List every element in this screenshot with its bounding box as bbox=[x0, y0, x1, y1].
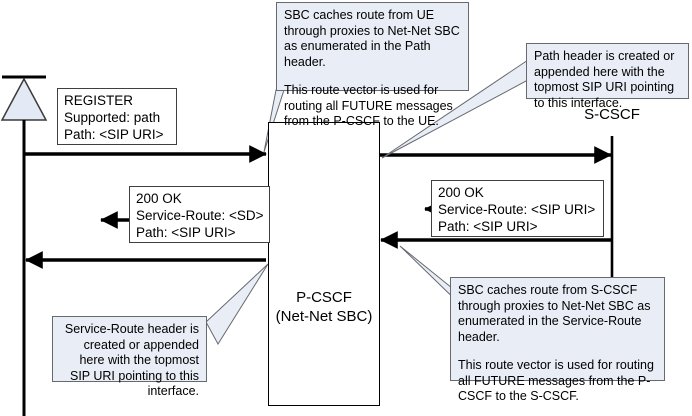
note-service-route-header-p1: Service-Route header is created or appen… bbox=[64, 322, 199, 398]
ok-left-line-3: Path: <SIP URI> bbox=[136, 225, 236, 240]
register-line-2: Supported: path bbox=[64, 110, 161, 125]
pcscf-node-box bbox=[268, 122, 380, 406]
note-service-route-cache-p1: SBC caches route from S-CSCF through pro… bbox=[458, 283, 651, 344]
message-200ok-right: 200 OK Service-Route: <SIP URI> Path: <S… bbox=[431, 180, 604, 237]
ok-left-line-2: Service-Route: <SD> bbox=[136, 208, 264, 223]
note-path-header: Path header is created or appended here … bbox=[526, 43, 689, 110]
ue-antenna-icon bbox=[0, 75, 48, 416]
ok-right-line-3: Path: <SIP URI> bbox=[438, 219, 538, 234]
note-path-header-p1: Path header is created or appended here … bbox=[534, 49, 675, 110]
note-service-route-header-tail bbox=[205, 263, 269, 345]
scscf-label: S-CSCF bbox=[584, 106, 640, 123]
register-line-1: REGISTER bbox=[64, 93, 134, 108]
pcscf-node-label: P-CSCF (Net-Net SBC) bbox=[258, 288, 390, 326]
ok-right-line-2: Service-Route: <SIP URI> bbox=[438, 202, 596, 217]
note-path-cache-p2: This route vector is used for routing al… bbox=[284, 83, 453, 128]
note-path-cache-p1: SBC caches route from UE through proxies… bbox=[284, 8, 460, 69]
note-service-route-cache: SBC caches route from S-CSCF through pro… bbox=[450, 277, 665, 403]
register-line-3: Path: <SIP URI> bbox=[64, 127, 164, 142]
note-path-cache: SBC caches route from UE through proxies… bbox=[276, 2, 469, 128]
ok-right-line-1: 200 OK bbox=[438, 185, 484, 200]
pcscf-label-line1: P-CSCF bbox=[296, 289, 352, 306]
message-200ok-left: 200 OK Service-Route: <SD> Path: <SIP UR… bbox=[129, 186, 270, 243]
message-register: REGISTER Supported: path Path: <SIP URI> bbox=[57, 88, 177, 145]
note-service-route-cache-p2: This route vector is used for routing al… bbox=[458, 358, 654, 403]
ok-left-line-1: 200 OK bbox=[136, 191, 182, 206]
note-service-route-header: Service-Route header is created or appen… bbox=[52, 316, 207, 398]
pcscf-label-line2: (Net-Net SBC) bbox=[275, 308, 373, 325]
